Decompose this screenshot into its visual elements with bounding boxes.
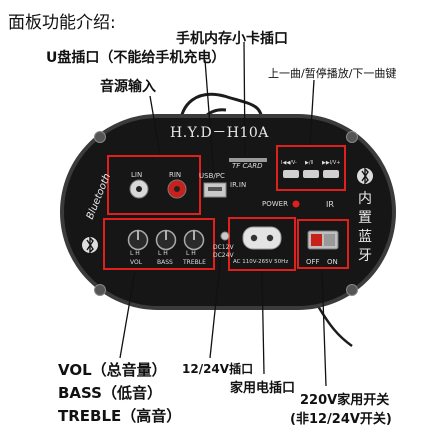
panel-brand: H.Y.D－H10A [170,125,269,141]
frame-knobs [103,218,215,270]
label-bass: BASS（低音） [58,384,162,402]
panel-knob-lh-treble: L H [186,250,196,257]
panel-dc12v-label: DC12V [213,244,234,251]
label-switch-line1: 220V家用开关 [300,393,390,408]
label-track-controls: 上一曲/暂停播放/下一曲键 [268,67,397,80]
panel-on-label: ON [327,258,338,266]
screw-hole [346,131,358,143]
label-switch-line2: (非12/24V开关) [290,412,392,427]
frame-audio-input [107,155,201,215]
panel-ac-spec: AC 110V-265V 50Hz [233,259,289,265]
label-dc-port: 12/24V插口 [182,362,254,376]
panel-treble-label: TREBLE [183,259,206,266]
panel-bass-label: BASS [157,259,173,266]
panel-next-label: ▶▶I/V+ [322,160,341,166]
prev-button [283,170,299,178]
panel-dc24v-label: DC24V [213,252,234,259]
panel-power-label: POWER [262,200,288,208]
label-vol: VOL（总音量） [58,361,167,379]
vol-knob [127,229,149,251]
panel-knob-lh-vol: L H [130,250,140,257]
panel-knob-lh-bass: L H [158,250,168,257]
tf-card-slot [229,158,267,162]
panel-vol-label: VOL [130,259,143,266]
bass-knob [155,229,177,251]
panel-lin-label: LIN [131,171,143,179]
panel-usb-label: USB/PC [199,172,225,180]
label-ac-port: 家用电插口 [230,381,296,396]
panel-body [64,118,392,306]
frame-ac-port [228,217,296,271]
play-pause-button [303,170,319,178]
label-audio-input: 音源输入 [100,79,156,95]
label-tf-card: 手机内存小卡插口 [176,31,288,47]
power-led [292,200,300,208]
panel-rin-label: RIN [169,171,182,179]
screw-hole [346,284,358,296]
panel-ir-label: IR [326,200,334,209]
panel-play-label: ▶/II [305,160,314,166]
power-switch [307,230,339,250]
screw-hole [94,131,106,143]
ac-socket [242,226,282,250]
frame-power-switch [297,219,349,269]
screw-hole [94,284,106,296]
panel-off-label: OFF [306,258,320,266]
page-title: 面板功能介绍: [8,13,116,33]
panel-prev-label: I◀◀/V- [281,160,297,166]
treble-knob [183,229,205,251]
panel-tf-label: TF CARD [232,162,263,170]
frame-track-controls [276,145,346,191]
panel-ir-in-label: IR.IN [230,181,247,189]
panel-builtin-bt-text: 内置蓝牙 [358,191,372,264]
label-usb-port: U盘插口（不能给手机充电） [46,50,226,66]
next-button [323,170,339,178]
label-treble: TREBLE（高音） [58,407,182,425]
dc-port [220,231,230,241]
